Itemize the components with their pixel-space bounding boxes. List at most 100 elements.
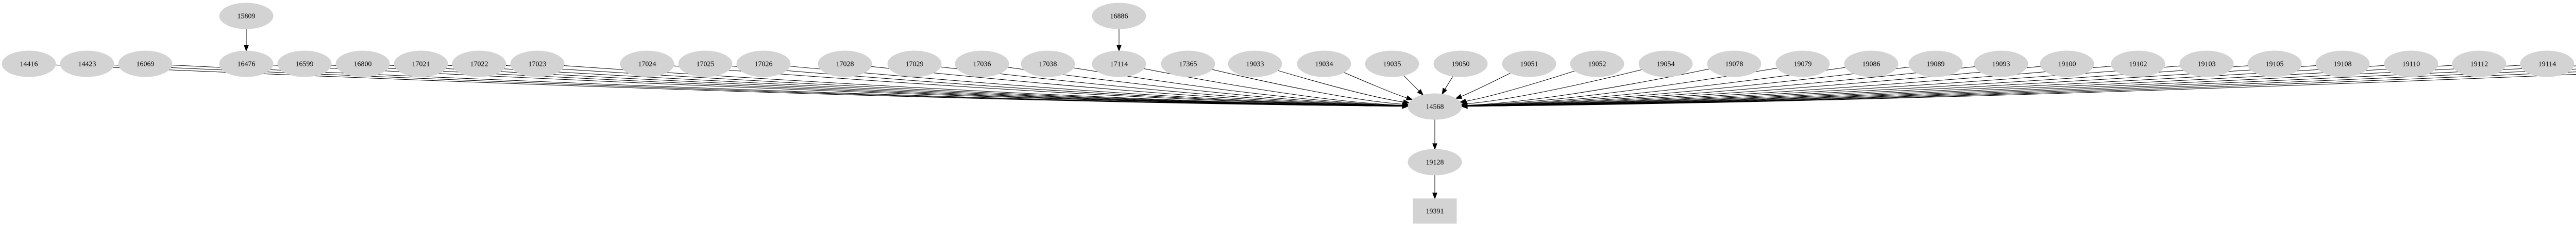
node-ellipse-shape[interactable] bbox=[277, 50, 332, 77]
node-ellipse-shape[interactable] bbox=[1297, 50, 1351, 77]
graph-node-19105[interactable]: 19105 bbox=[2247, 50, 2302, 77]
node-ellipse-shape[interactable] bbox=[1775, 50, 1830, 77]
node-ellipse-shape[interactable] bbox=[219, 50, 274, 77]
graph-edge bbox=[1403, 75, 1420, 92]
graph-edge-arrowhead bbox=[1403, 99, 1410, 105]
node-ellipse-shape[interactable] bbox=[1707, 50, 1761, 77]
node-ellipse-shape[interactable] bbox=[335, 50, 390, 77]
graph-node-19112[interactable]: 19112 bbox=[2452, 50, 2506, 77]
graph-node-19035[interactable]: 19035 bbox=[1365, 50, 1419, 77]
graph-node-19034[interactable]: 19034 bbox=[1297, 50, 1351, 77]
node-ellipse-shape[interactable] bbox=[1092, 3, 1146, 29]
graph-node-16599[interactable]: 16599 bbox=[277, 50, 332, 77]
graph-node-19052[interactable]: 19052 bbox=[1570, 50, 1624, 77]
graph-node-16886[interactable]: 16886 bbox=[1092, 3, 1146, 29]
graph-node-19054[interactable]: 19054 bbox=[1638, 50, 1693, 77]
graph-node-19100[interactable]: 19100 bbox=[2040, 50, 2094, 77]
node-ellipse-shape[interactable] bbox=[2520, 50, 2574, 77]
node-ellipse-shape[interactable] bbox=[678, 50, 733, 77]
graph-node-16069[interactable]: 16069 bbox=[118, 50, 173, 77]
graph-node-17023[interactable]: 17023 bbox=[510, 50, 565, 77]
node-ellipse-shape[interactable] bbox=[118, 50, 173, 77]
node-ellipse-shape[interactable] bbox=[1021, 50, 1075, 77]
graph-node-19078[interactable]: 19078 bbox=[1707, 50, 1761, 77]
node-ellipse-shape[interactable] bbox=[1502, 50, 1556, 77]
node-ellipse-shape[interactable] bbox=[1433, 50, 1488, 77]
node-ellipse-shape[interactable] bbox=[1161, 50, 1215, 77]
node-ellipse-shape[interactable] bbox=[1408, 149, 1462, 176]
graph-node-15809[interactable]: 15809 bbox=[219, 3, 274, 29]
graph-node-19128[interactable]: 19128 bbox=[1408, 149, 1462, 176]
node-ellipse-shape[interactable] bbox=[1228, 50, 1282, 77]
node-ellipse-shape[interactable] bbox=[452, 50, 506, 77]
graph-edge bbox=[1467, 67, 1846, 106]
graph-node-17365[interactable]: 17365 bbox=[1161, 50, 1215, 77]
graph-node-17022[interactable]: 17022 bbox=[452, 50, 506, 77]
graph-node-19391[interactable]: 19391 bbox=[1413, 198, 1457, 224]
node-ellipse-shape[interactable] bbox=[887, 50, 942, 77]
graph-node-19114[interactable]: 19114 bbox=[2520, 50, 2574, 77]
node-ellipse-shape[interactable] bbox=[818, 50, 872, 77]
node-ellipse-shape[interactable] bbox=[2040, 50, 2094, 77]
node-box-shape[interactable] bbox=[1413, 198, 1457, 224]
graph-node-19033[interactable]: 19033 bbox=[1228, 50, 1282, 77]
graph-node-19093[interactable]: 19093 bbox=[1974, 50, 2028, 77]
node-ellipse-shape[interactable] bbox=[955, 50, 1009, 77]
node-ellipse-shape[interactable] bbox=[219, 3, 274, 29]
graph-node-19086[interactable]: 19086 bbox=[1844, 50, 1899, 77]
node-ellipse-shape[interactable] bbox=[2452, 50, 2506, 77]
graph-node-17029[interactable]: 17029 bbox=[887, 50, 942, 77]
node-ellipse-shape[interactable] bbox=[1908, 50, 1963, 77]
node-ellipse-shape[interactable] bbox=[2384, 50, 2438, 77]
graph-edge bbox=[1466, 69, 1642, 104]
graph-edge bbox=[790, 66, 1403, 107]
graph-node-17036[interactable]: 17036 bbox=[955, 50, 1009, 77]
node-ellipse-shape[interactable] bbox=[1365, 50, 1419, 77]
graph-node-19103[interactable]: 19103 bbox=[2179, 50, 2234, 77]
node-ellipse-shape[interactable] bbox=[394, 50, 448, 77]
graph-node-17038[interactable]: 17038 bbox=[1021, 50, 1075, 77]
node-ellipse-shape[interactable] bbox=[1638, 50, 1693, 77]
graph-edge bbox=[1467, 66, 1975, 107]
graph-edge-arrowhead bbox=[1461, 103, 1468, 109]
graph-node-19079[interactable]: 19079 bbox=[1775, 50, 1830, 77]
node-ellipse-shape[interactable] bbox=[510, 50, 565, 77]
graph-node-19051[interactable]: 19051 bbox=[1502, 50, 1556, 77]
node-ellipse-shape[interactable] bbox=[2247, 50, 2302, 77]
graph-node-19089[interactable]: 19089 bbox=[1908, 50, 1963, 77]
graph-node-17028[interactable]: 17028 bbox=[818, 50, 872, 77]
graph-edge bbox=[1444, 76, 1453, 90]
node-ellipse-shape[interactable] bbox=[2179, 50, 2234, 77]
graph-node-14423[interactable]: 14423 bbox=[60, 50, 114, 77]
graph-node-17026[interactable]: 17026 bbox=[736, 50, 791, 77]
graph-node-14568[interactable]: 14568 bbox=[1408, 93, 1462, 120]
edges-layer bbox=[55, 28, 2576, 200]
node-ellipse-shape[interactable] bbox=[1092, 50, 1146, 77]
node-ellipse-shape[interactable] bbox=[2315, 50, 2370, 77]
node-ellipse-shape[interactable] bbox=[1570, 50, 1624, 77]
graph-edge-arrowhead bbox=[1417, 89, 1424, 96]
node-ellipse-shape[interactable] bbox=[1974, 50, 2028, 77]
node-ellipse-shape[interactable] bbox=[620, 50, 674, 77]
graph-edge-arrowhead bbox=[1432, 192, 1437, 200]
graph-edge bbox=[1278, 70, 1404, 102]
graph-node-19102[interactable]: 19102 bbox=[2111, 50, 2165, 77]
graph-node-19110[interactable]: 19110 bbox=[2384, 50, 2438, 77]
graph-node-16476[interactable]: 16476 bbox=[219, 50, 274, 77]
graph-node-19108[interactable]: 19108 bbox=[2315, 50, 2370, 77]
node-ellipse-shape[interactable] bbox=[736, 50, 791, 77]
graph-node-19050[interactable]: 19050 bbox=[1433, 50, 1488, 77]
graph-node-17114[interactable]: 17114 bbox=[1092, 50, 1146, 77]
node-ellipse-shape[interactable] bbox=[1408, 93, 1462, 120]
node-ellipse-shape[interactable] bbox=[1844, 50, 1899, 77]
node-ellipse-shape[interactable] bbox=[2111, 50, 2165, 77]
graph-node-16800[interactable]: 16800 bbox=[335, 50, 390, 77]
graph-node-17024[interactable]: 17024 bbox=[620, 50, 674, 77]
graph-node-17021[interactable]: 17021 bbox=[394, 50, 448, 77]
graph-edge-arrowhead bbox=[1116, 45, 1122, 52]
graph-node-14416[interactable]: 14416 bbox=[2, 50, 56, 77]
node-ellipse-shape[interactable] bbox=[2, 50, 56, 77]
graph-node-17025[interactable]: 17025 bbox=[678, 50, 733, 77]
node-ellipse-shape[interactable] bbox=[60, 50, 114, 77]
